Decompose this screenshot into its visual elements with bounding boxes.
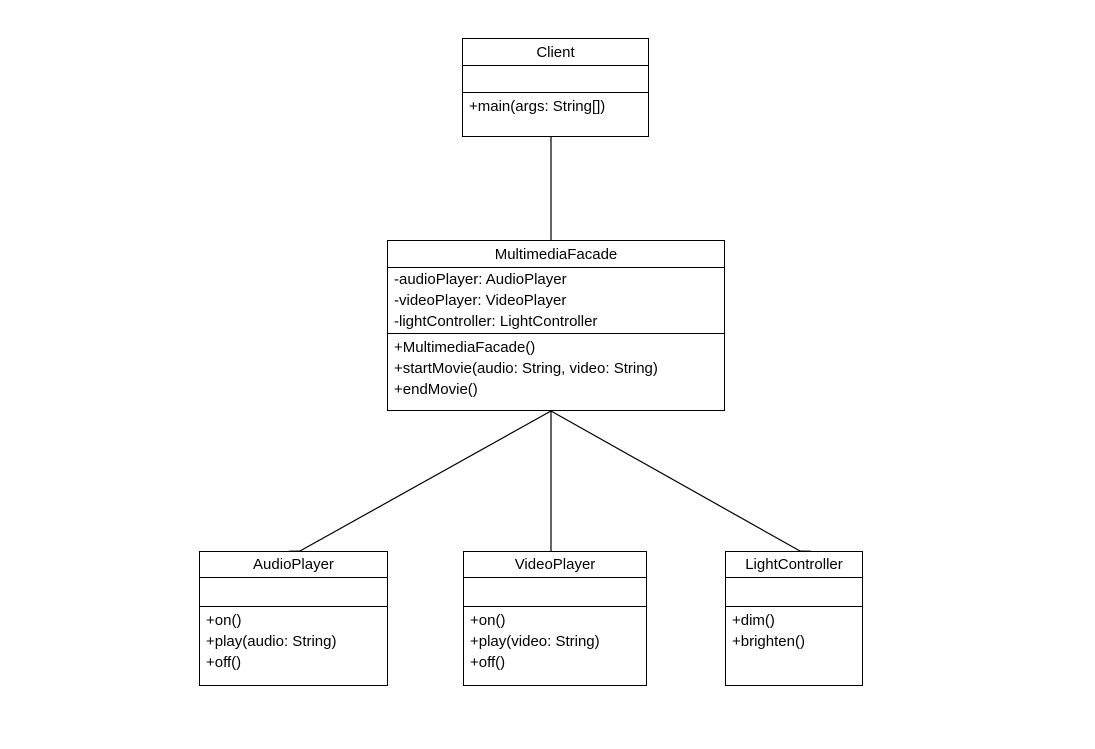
method-line: +brighten() (732, 633, 805, 650)
method-line: +endMovie() (394, 381, 478, 398)
class-lightcontroller-methods: +dim() +brighten() (726, 607, 862, 685)
method-line: +MultimediaFacade() (394, 339, 536, 356)
class-videoplayer-title: VideoPlayer (464, 552, 646, 578)
class-lightcontroller-attributes (726, 578, 862, 607)
class-videoplayer: VideoPlayer +on() +play(video: String) +… (463, 551, 647, 686)
method-line: +startMovie(audio: String, video: String… (394, 360, 658, 377)
class-client: Client +main(args: String[]) (462, 38, 649, 137)
arrow-facade-to-lightcontroller (550, 410, 812, 561)
class-multimediafacade-title: MultimediaFacade (388, 241, 724, 268)
class-client-methods: +main(args: String[]) (463, 93, 648, 136)
attribute-line: -lightController: LightController (394, 313, 598, 330)
method-line: +dim() (732, 612, 775, 629)
method-line: +on() (470, 612, 506, 629)
class-multimediafacade-methods: +MultimediaFacade() +startMovie(audio: S… (388, 334, 724, 410)
arrow-facade-to-audioplayer (288, 410, 552, 561)
class-videoplayer-attributes (464, 578, 646, 607)
class-videoplayer-methods: +on() +play(video: String) +off() (464, 607, 646, 685)
class-audioplayer-title: AudioPlayer (200, 552, 387, 578)
class-multimediafacade-attributes: -audioPlayer: AudioPlayer -videoPlayer: … (388, 268, 724, 334)
class-lightcontroller-title: LightController (726, 552, 862, 578)
method-line: +play(video: String) (470, 633, 600, 650)
class-lightcontroller: LightController +dim() +brighten() (725, 551, 863, 686)
method-line: +off() (470, 654, 506, 671)
attribute-line: -audioPlayer: AudioPlayer (394, 271, 567, 288)
class-multimediafacade: MultimediaFacade -audioPlayer: AudioPlay… (387, 240, 725, 411)
class-client-title: Client (463, 39, 648, 66)
method-line: +play(audio: String) (206, 633, 337, 650)
class-client-attributes (463, 66, 648, 93)
attribute-line: -videoPlayer: VideoPlayer (394, 292, 567, 309)
method-line: +main(args: String[]) (469, 98, 606, 115)
class-audioplayer-methods: +on() +play(audio: String) +off() (200, 607, 387, 685)
class-audioplayer: AudioPlayer +on() +play(audio: String) +… (199, 551, 388, 686)
class-audioplayer-attributes (200, 578, 387, 607)
method-line: +off() (206, 654, 242, 671)
method-line: +on() (206, 612, 242, 629)
